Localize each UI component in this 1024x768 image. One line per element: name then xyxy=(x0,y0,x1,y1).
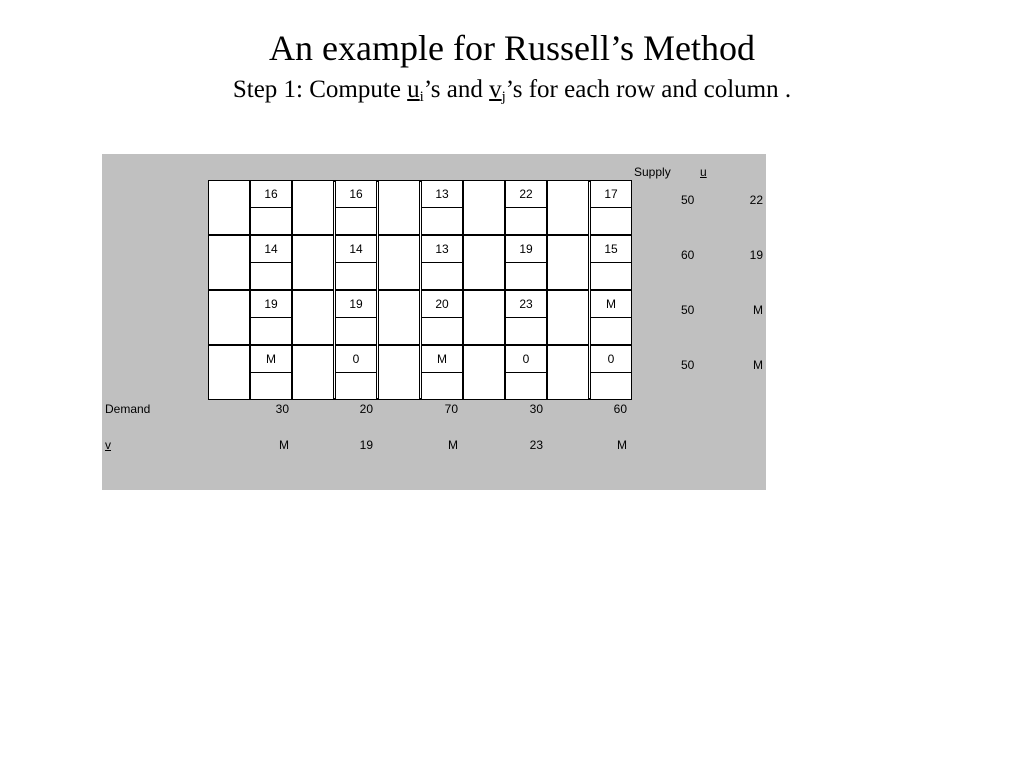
spacer-cell xyxy=(378,345,420,400)
spacer-cell xyxy=(208,235,250,290)
spacer-cell xyxy=(547,235,589,290)
allocation-cell xyxy=(335,207,377,235)
demand-value: 70 xyxy=(444,402,458,416)
cost-cell: 0 xyxy=(590,345,632,373)
v-label: v xyxy=(105,438,111,452)
subtitle-v-symbol: v xyxy=(489,76,502,103)
spacer-cell xyxy=(463,290,505,345)
v-value: 23 xyxy=(529,438,543,452)
v-value: M xyxy=(617,438,627,452)
allocation-cell xyxy=(335,372,377,400)
supply-header: Supply xyxy=(634,165,671,179)
u-value: M xyxy=(753,303,763,317)
cost-cell: 13 xyxy=(421,180,463,208)
cost-cell: M xyxy=(250,345,292,373)
cost-cell: M xyxy=(590,290,632,318)
allocation-cell xyxy=(421,262,463,290)
v-value: M xyxy=(448,438,458,452)
supply-value: 60 xyxy=(681,248,695,262)
allocation-cell xyxy=(505,317,547,345)
cost-cell: M xyxy=(421,345,463,373)
allocation-cell xyxy=(505,207,547,235)
allocation-cell xyxy=(505,372,547,400)
allocation-cell xyxy=(590,317,632,345)
cost-cell: 14 xyxy=(335,235,377,263)
supply-value: 50 xyxy=(681,303,695,317)
demand-value: 20 xyxy=(359,402,373,416)
subtitle-prefix: Step 1: Compute xyxy=(232,76,408,103)
spacer-cell xyxy=(292,235,334,290)
v-value: 19 xyxy=(359,438,373,452)
cost-cell: 19 xyxy=(335,290,377,318)
subtitle-u-subscript: i xyxy=(419,89,424,105)
subtitle-suffix: ’s for each row and column . xyxy=(505,76,792,103)
spacer-cell xyxy=(208,180,250,235)
slide-subtitle: Step 1: Compute ui’s and vj’s for each r… xyxy=(0,74,1024,106)
allocation-cell xyxy=(335,262,377,290)
u-value: 19 xyxy=(749,248,763,262)
spacer-cell xyxy=(463,345,505,400)
allocation-cell xyxy=(421,372,463,400)
v-value: M xyxy=(279,438,289,452)
cost-cell: 13 xyxy=(421,235,463,263)
spacer-cell xyxy=(208,290,250,345)
spacer-cell xyxy=(547,290,589,345)
allocation-cell xyxy=(250,262,292,290)
demand-value: 30 xyxy=(529,402,543,416)
allocation-cell xyxy=(250,317,292,345)
cost-cell: 15 xyxy=(590,235,632,263)
spacer-cell xyxy=(292,345,334,400)
spacer-cell xyxy=(463,180,505,235)
allocation-cell xyxy=(421,317,463,345)
allocation-cell xyxy=(421,207,463,235)
slide-title: An example for Russell’s Method xyxy=(269,28,755,68)
allocation-cell xyxy=(590,372,632,400)
allocation-cell xyxy=(250,372,292,400)
subtitle-v-subscript: j xyxy=(501,89,506,105)
demand-value: 60 xyxy=(613,402,627,416)
u-value: 22 xyxy=(749,193,763,207)
supply-value: 50 xyxy=(681,358,695,372)
cost-cell: 23 xyxy=(505,290,547,318)
subtitle-u-symbol: u xyxy=(407,76,420,103)
allocation-cell xyxy=(590,262,632,290)
allocation-cell xyxy=(250,207,292,235)
cost-cell: 17 xyxy=(590,180,632,208)
supply-value: 50 xyxy=(681,193,695,207)
u-header: u xyxy=(700,165,707,179)
u-value: M xyxy=(753,358,763,372)
spacer-cell xyxy=(292,290,334,345)
cost-cell: 16 xyxy=(250,180,292,208)
spacer-cell xyxy=(463,235,505,290)
demand-label: Demand xyxy=(105,402,151,416)
spacer-cell xyxy=(378,180,420,235)
spacer-cell xyxy=(292,180,334,235)
cost-cell: 20 xyxy=(421,290,463,318)
allocation-cell xyxy=(335,317,377,345)
cost-cell: 14 xyxy=(250,235,292,263)
spacer-cell xyxy=(378,290,420,345)
cost-cell: 0 xyxy=(335,345,377,373)
allocation-cell xyxy=(505,262,547,290)
cost-cell: 19 xyxy=(250,290,292,318)
spacer-cell xyxy=(547,180,589,235)
cost-cell: 22 xyxy=(505,180,547,208)
spacer-cell xyxy=(547,345,589,400)
spacer-cell xyxy=(208,345,250,400)
subtitle-middle: ’s and xyxy=(423,76,490,103)
cost-cell: 16 xyxy=(335,180,377,208)
demand-value: 30 xyxy=(275,402,289,416)
spacer-cell xyxy=(378,235,420,290)
cost-cell: 19 xyxy=(505,235,547,263)
allocation-cell xyxy=(590,207,632,235)
cost-cell: 0 xyxy=(505,345,547,373)
